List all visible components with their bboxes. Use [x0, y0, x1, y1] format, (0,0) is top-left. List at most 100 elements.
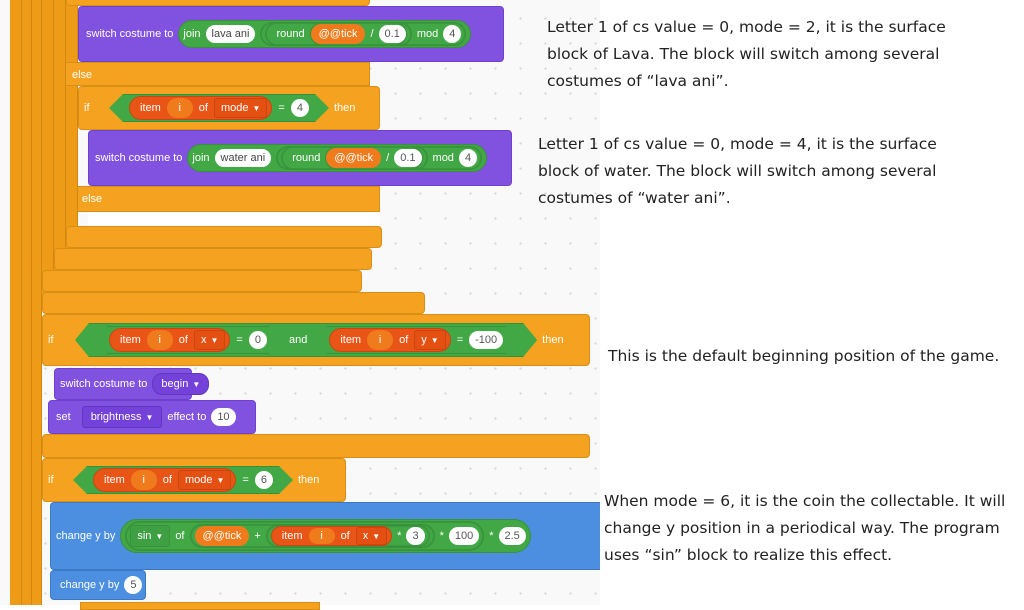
compare-value-input[interactable]: -100 — [469, 331, 503, 349]
of-label: of — [198, 102, 208, 114]
annotation-coin: When mode = 6, it is the coin the collec… — [604, 492, 1006, 564]
index-variable[interactable]: i — [367, 330, 393, 350]
list-dropdown[interactable]: x▼ — [194, 330, 225, 350]
next-block-edge — [80, 602, 320, 610]
compare-value-input[interactable]: 0 — [249, 331, 267, 349]
item-of-list[interactable]: item i of mode▼ — [129, 96, 272, 120]
multiplier-input[interactable]: 100 — [448, 527, 480, 545]
round-label: round — [292, 152, 321, 164]
of-label: of — [175, 530, 185, 542]
if-label: if — [84, 102, 90, 114]
list-dropdown[interactable]: mode▼ — [214, 98, 267, 118]
index-variable[interactable]: i — [308, 528, 335, 544]
mod-input[interactable]: 4 — [443, 25, 462, 43]
divide-operator[interactable]: @@tick / 0.1 — [309, 22, 407, 46]
plus-operator[interactable]: @@tick + item i of x▼ * 3 — [189, 524, 435, 548]
mod-operator[interactable]: round @@tick / 0.1 mod 4 — [260, 22, 467, 46]
item-of-list[interactable]: item i of x▼ — [270, 526, 393, 546]
and-operator[interactable]: item i of x▼ = 0 and item i of y▼ = -100 — [75, 323, 537, 357]
code-workspace[interactable]: switch costume to join lava ani round @@… — [0, 0, 600, 610]
costume-dropdown[interactable]: begin▼ — [152, 373, 210, 395]
mod-input[interactable]: 4 — [458, 149, 478, 167]
compare-value-input[interactable]: 4 — [291, 99, 309, 117]
join-text-input[interactable]: lava ani — [205, 25, 256, 43]
if-block-bottom — [54, 248, 372, 270]
multiplier-input[interactable]: 3 — [406, 527, 425, 545]
change-y-label: change y by — [56, 530, 116, 542]
equals-operator[interactable]: item i of x▼ = 0 — [93, 326, 283, 354]
switch-costume-lava-row: switch costume to join lava ani round @@… — [86, 18, 472, 50]
mod-label: mod — [432, 152, 454, 164]
list-name: mode — [220, 102, 249, 114]
dropdown-arrow-icon: ▼ — [216, 475, 225, 485]
math-function-dropdown[interactable]: sin▼ — [130, 525, 171, 547]
join-label: join — [192, 152, 210, 164]
round-operator[interactable]: round @@tick / 0.1 — [265, 22, 412, 46]
mod-operator[interactable]: round @@tick / 0.1 mod 4 — [276, 146, 483, 170]
item-label: item — [140, 102, 161, 114]
tick-variable[interactable]: @@tick — [194, 526, 250, 546]
times-label: * — [439, 530, 444, 542]
index-variable[interactable]: i — [167, 98, 193, 118]
tick-variable[interactable]: @@tick — [310, 24, 366, 44]
else-label: else — [72, 69, 93, 81]
divide-operator[interactable]: @@tick / 0.1 — [325, 146, 423, 170]
effect-value-input[interactable]: 10 — [211, 408, 236, 426]
item-of-list[interactable]: item i of x▼ — [109, 328, 230, 352]
change-y-value-input[interactable]: 5 — [124, 576, 143, 594]
item-label: item — [340, 334, 362, 346]
times-2-5-operator[interactable]: sin▼ of @@tick + item i of x▼ * 3 — [120, 519, 531, 553]
item-label: item — [104, 474, 125, 486]
times-label: * — [397, 530, 402, 542]
item-of-list[interactable]: item i of mode▼ — [93, 468, 236, 492]
if-mode-4-row: if item i of mode▼ = 4 then — [84, 92, 355, 124]
annotation-water: Letter 1 of cs value = 0, mode = 4, it i… — [538, 135, 937, 207]
equals-label: = — [236, 334, 243, 346]
join-text-input[interactable]: water ani — [214, 149, 272, 167]
join-operator[interactable]: join water ani round @@tick / 0.1 mod 4 — [187, 144, 488, 172]
switch-costume-label: switch costume to — [60, 378, 148, 390]
list-name: y — [421, 334, 427, 346]
switch-costume-water-row: switch costume to join water ani round @… — [95, 142, 488, 174]
divide-label: / — [386, 152, 390, 164]
times-3-operator[interactable]: item i of x▼ * 3 — [265, 525, 430, 547]
multiplier-input[interactable]: 2.5 — [498, 527, 526, 545]
list-dropdown[interactable]: y▼ — [414, 330, 445, 350]
divide-label: / — [370, 28, 374, 40]
if-mode-6-row: if item i of mode▼ = 6 then — [48, 464, 319, 496]
join-label: join — [183, 28, 201, 40]
compare-value-input[interactable]: 6 — [255, 471, 273, 489]
of-label: of — [340, 530, 350, 542]
divisor-input[interactable]: 0.1 — [378, 25, 406, 43]
annotation-begin: This is the default beginning position o… — [608, 347, 1000, 365]
tick-variable[interactable]: @@tick — [326, 148, 382, 168]
item-of-list[interactable]: item i of y▼ — [329, 328, 450, 352]
costume-name: begin — [161, 378, 189, 390]
round-operator[interactable]: round @@tick / 0.1 — [281, 146, 428, 170]
if-label: if — [48, 474, 54, 486]
list-dropdown[interactable]: x▼ — [355, 527, 388, 545]
dropdown-arrow-icon: ▼ — [192, 379, 201, 389]
times-100-operator[interactable]: sin▼ of @@tick + item i of x▼ * 3 — [125, 521, 485, 551]
equals-operator[interactable]: item i of mode▼ = 6 — [73, 466, 293, 494]
if-begin-row: if item i of x▼ = 0 and item i of y▼ — [48, 324, 564, 356]
empty-else-slot[interactable] — [88, 212, 380, 226]
index-variable[interactable]: i — [147, 330, 173, 350]
c-block-edge — [32, 0, 42, 605]
dropdown-arrow-icon: ▼ — [155, 531, 164, 541]
equals-label: = — [242, 474, 249, 486]
divisor-input[interactable]: 0.1 — [394, 149, 422, 167]
effect-name: brightness — [90, 411, 142, 423]
equals-operator[interactable]: item i of mode▼ = 4 — [109, 94, 329, 122]
effect-dropdown[interactable]: brightness▼ — [81, 406, 163, 428]
change-y-sin-row: change y by sin▼ of @@tick + item i of x… — [56, 519, 531, 553]
join-operator[interactable]: join lava ani round @@tick / 0.1 mod 4 — [178, 20, 472, 48]
list-name: x — [200, 334, 207, 346]
c-block-edge — [22, 0, 32, 605]
times-label: * — [489, 530, 494, 542]
index-variable[interactable]: i — [131, 470, 157, 490]
dropdown-arrow-icon: ▼ — [372, 531, 381, 541]
list-dropdown[interactable]: mode▼ — [178, 470, 231, 490]
equals-operator[interactable]: item i of y▼ = -100 — [313, 326, 519, 354]
switch-costume-label: switch costume to — [95, 152, 183, 164]
